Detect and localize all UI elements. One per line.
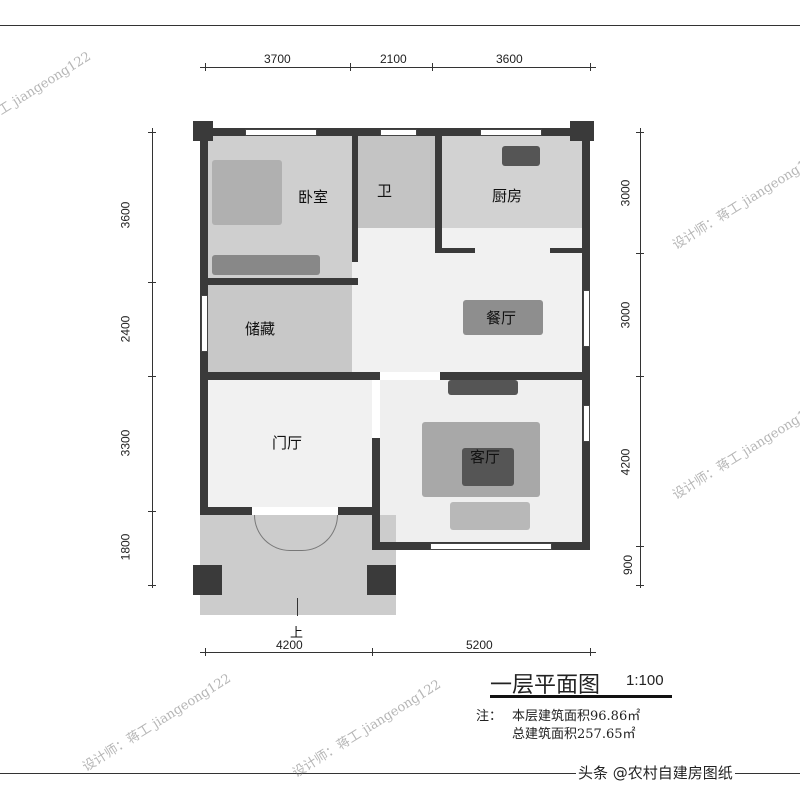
dim-right: 3000 [618, 179, 633, 207]
dim-tick [636, 546, 644, 547]
stairs-up-label: 上 [290, 626, 304, 641]
room-label-bath: 卫 [377, 182, 393, 200]
dim-tick [636, 376, 644, 377]
room-label-kitchen: 厨房 [492, 187, 523, 205]
wall [550, 248, 590, 253]
title-underline [490, 695, 672, 698]
watermark: 设计师：蒋工 jiangeong122 [670, 399, 800, 504]
wardrobe [212, 255, 320, 275]
dim-left: 3600 [118, 201, 133, 229]
dim-tick [372, 648, 373, 656]
dim-right: 3000 [618, 301, 633, 329]
dining-table [463, 300, 543, 335]
watermark: 设计师：蒋工 jiangeong122 [0, 49, 94, 154]
room-label-living: 客厅 [470, 448, 501, 466]
dim-tick [205, 63, 206, 71]
wall [372, 438, 380, 550]
dim-tick [636, 253, 644, 254]
porch-pillar [193, 565, 222, 595]
plan-scale: 1:100 [626, 672, 664, 689]
dim-bottom: 5200 [466, 638, 493, 652]
note-prefix: 注： [476, 709, 503, 724]
wall [208, 278, 358, 285]
room-label-bedroom: 卧室 [298, 188, 329, 206]
room-label-storage: 储藏 [245, 320, 276, 338]
dim-right: 4200 [618, 448, 633, 476]
window [245, 129, 317, 136]
window [583, 290, 590, 347]
wall [435, 136, 442, 253]
corner-column [193, 121, 213, 141]
dim-tick [350, 63, 351, 71]
top-border-line [0, 25, 800, 26]
dim-line-left [152, 128, 153, 588]
dim-tick [148, 376, 156, 377]
bed [212, 160, 282, 225]
wall [440, 372, 590, 380]
window [201, 295, 208, 352]
bathroom [358, 136, 435, 228]
dim-tick [636, 132, 644, 133]
watermark: 设计师：蒋工 jiangeong122 [290, 677, 444, 782]
watermark: 设计师：蒋工 jiangeong122 [670, 149, 800, 254]
window [583, 405, 590, 442]
storage [208, 285, 352, 372]
wall [435, 248, 475, 253]
dim-tick [148, 511, 156, 512]
window [430, 543, 552, 550]
room-label-dining: 餐厅 [486, 309, 517, 327]
dim-top: 3700 [264, 52, 291, 66]
dim-top: 3600 [496, 52, 523, 66]
window [380, 129, 417, 136]
dim-right: 900 [621, 554, 636, 576]
dim-tick [148, 132, 156, 133]
dim-top: 2100 [380, 52, 407, 66]
dim-bottom: 4200 [276, 638, 303, 652]
dim-tick [636, 585, 644, 586]
room-label-entry: 门厅 [272, 434, 303, 452]
dim-line-top [200, 67, 596, 68]
plan-title: 一层平面图 [490, 673, 601, 698]
total-area-note: 总建筑面积257.65㎡ [512, 727, 636, 742]
dim-tick [590, 648, 591, 656]
floor-area-note: 本层建筑面积96.86㎡ [512, 709, 641, 724]
entry-floor [208, 380, 372, 507]
corner-column [570, 121, 594, 141]
window [480, 129, 542, 136]
dim-left: 2400 [118, 315, 133, 343]
stove [502, 146, 540, 166]
dim-left: 3300 [118, 429, 133, 457]
dim-left: 1800 [118, 533, 133, 561]
porch-pillar [367, 565, 396, 595]
dim-tick [148, 282, 156, 283]
tv-cabinet [448, 380, 518, 395]
dim-tick [432, 63, 433, 71]
stairs-arrow [297, 598, 298, 616]
sofa [450, 502, 530, 530]
coffee-table [462, 448, 514, 486]
bottom-border-line [0, 773, 800, 774]
dim-tick [205, 648, 206, 656]
wall [208, 372, 380, 380]
watermark: 设计师：蒋工 jiangeong122 [80, 671, 234, 776]
dim-tick [590, 63, 591, 71]
dim-line-right [640, 128, 641, 588]
dim-tick [148, 585, 156, 586]
dim-line-bottom [200, 652, 596, 653]
credit: 头条 @农村自建房图纸 [576, 762, 735, 783]
wall [338, 507, 380, 515]
wall [352, 136, 358, 262]
wall [200, 507, 252, 515]
